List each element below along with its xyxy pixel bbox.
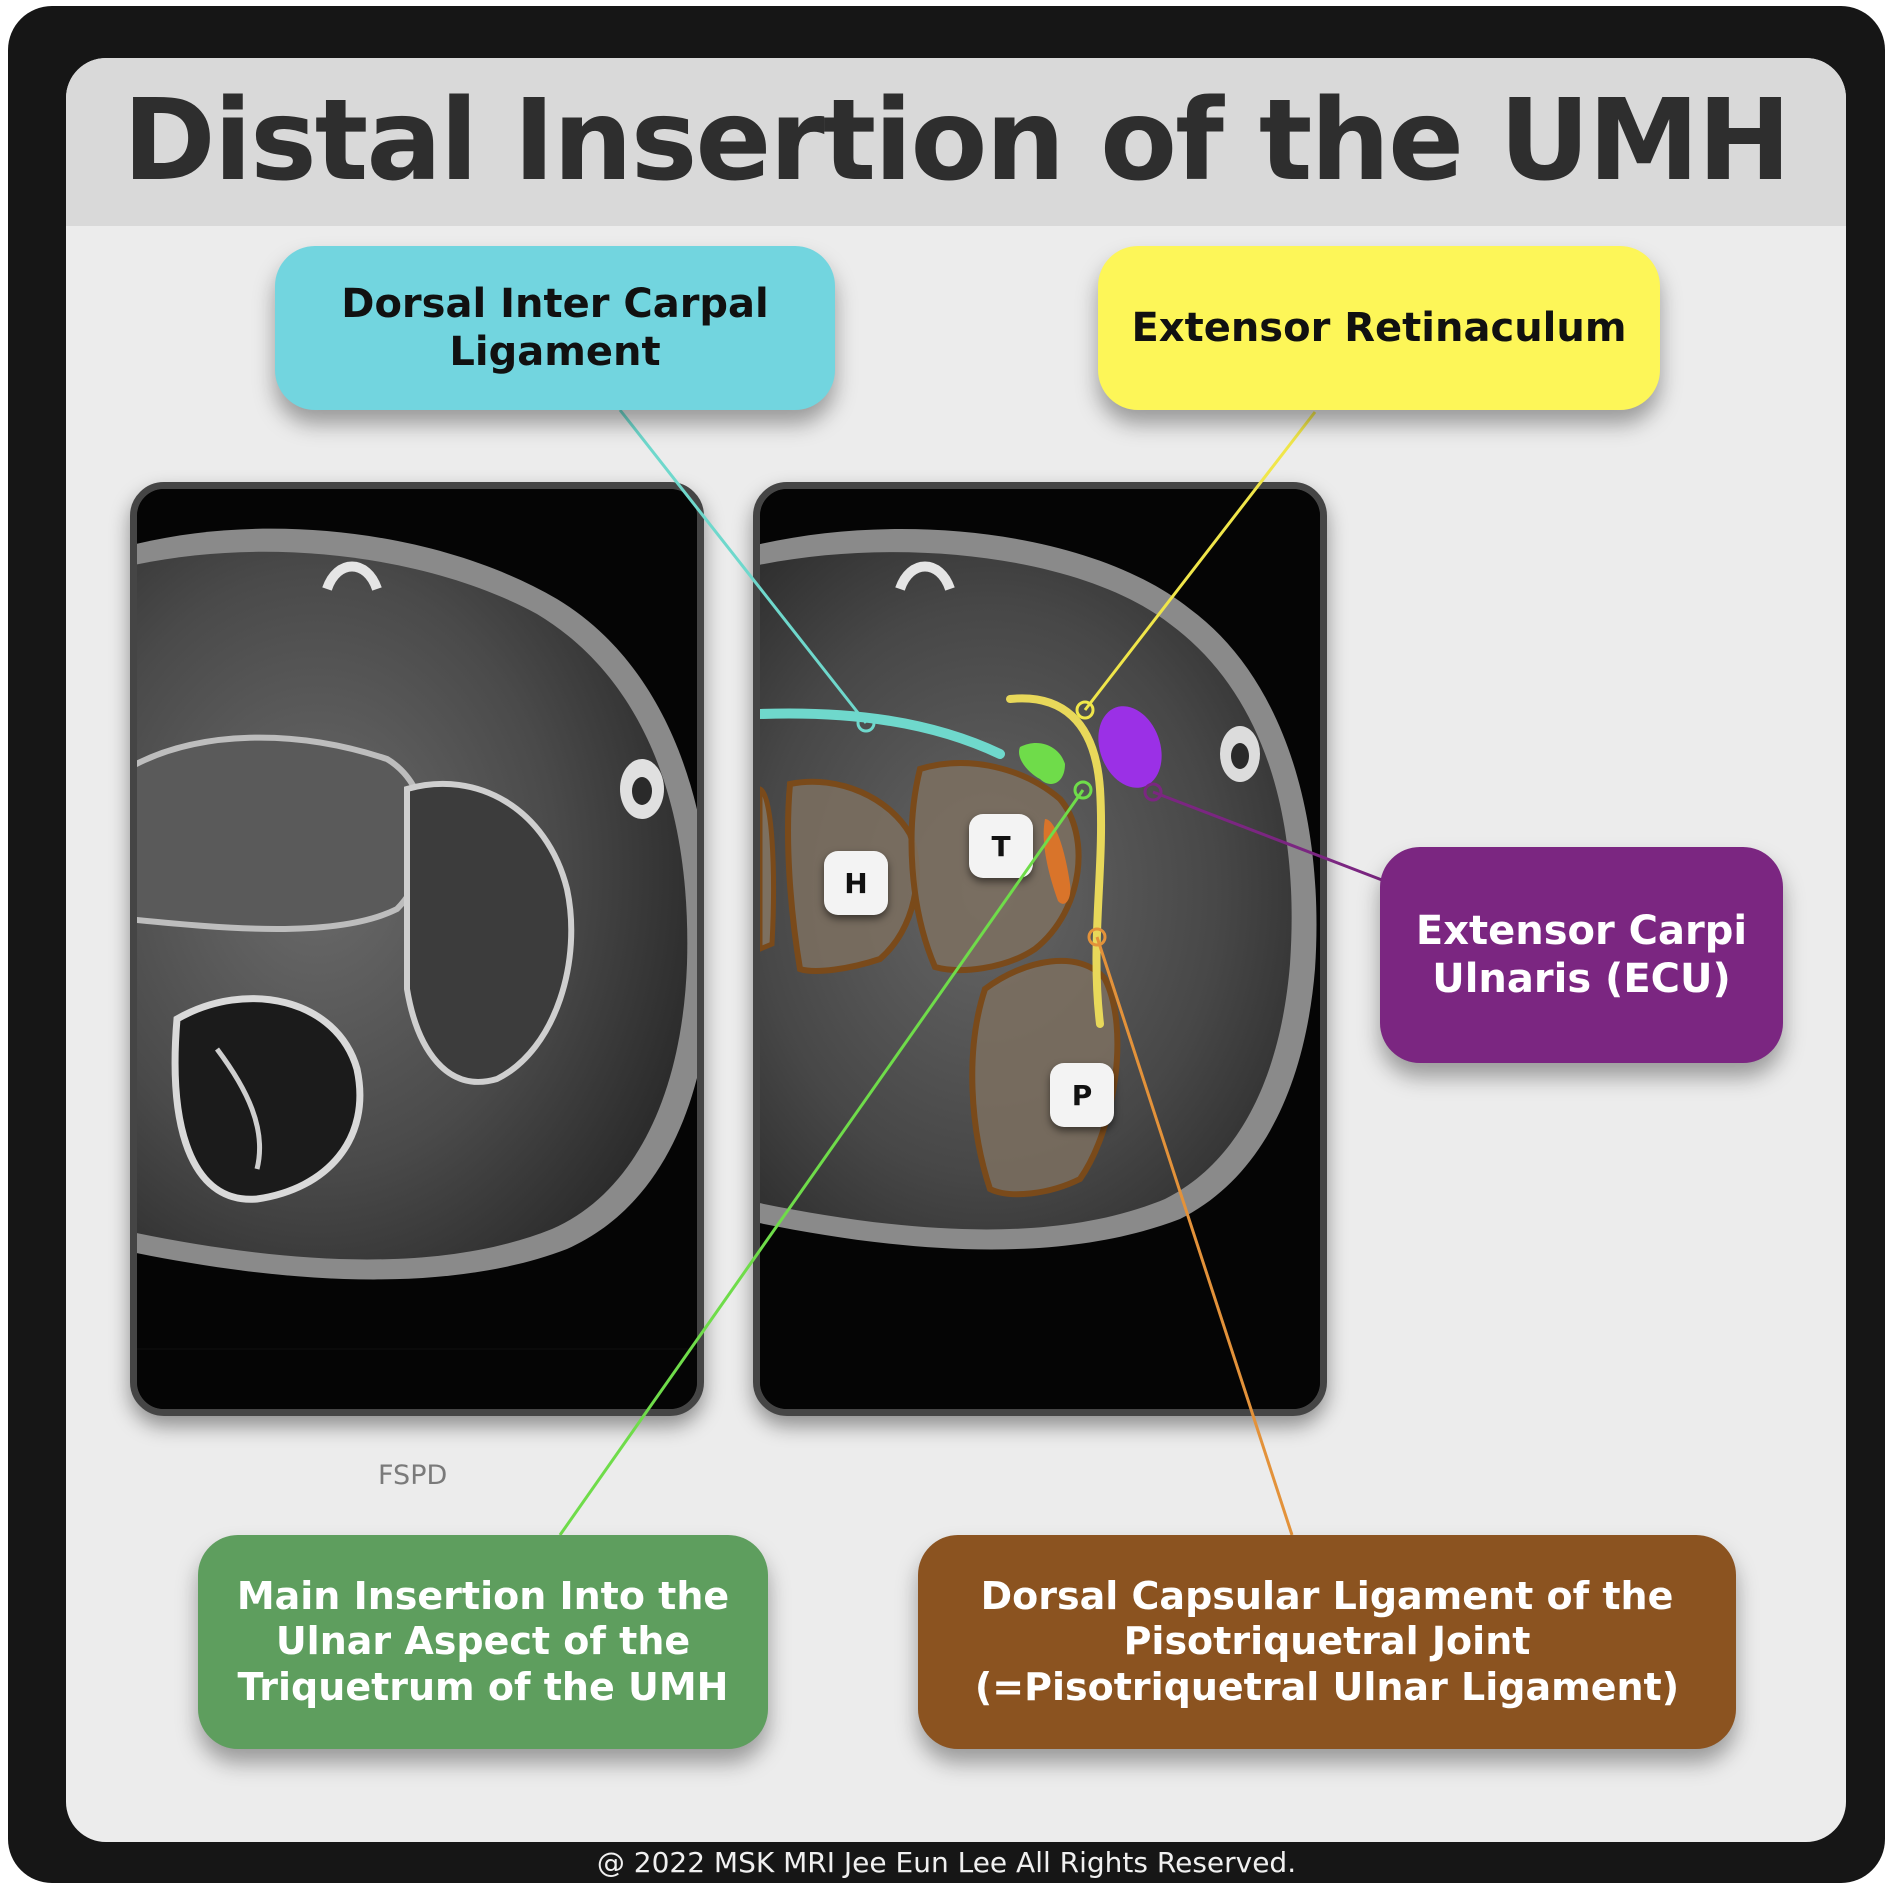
umh-insertion-structure	[1019, 743, 1065, 784]
extensor-retinaculum-line1: Extensor Retinaculum	[1131, 305, 1627, 351]
sequence-label: FSPD	[378, 1460, 448, 1491]
page-title: Distal Insertion of the UMH	[122, 76, 1791, 206]
ecu-line2: Ulnaris (ECU)	[1432, 956, 1731, 1002]
ecu-structure	[1098, 706, 1162, 788]
mri-image-annotated	[753, 482, 1327, 1416]
dorsal-intercarpal-callout: Dorsal Inter Carpal Ligament	[275, 246, 835, 410]
pisiform-label: P	[1050, 1063, 1114, 1127]
extensor-retinaculum-callout: Extensor Retinaculum	[1098, 246, 1660, 410]
dorsal-intercarpal-line1: Dorsal Inter Carpal	[341, 281, 769, 327]
ecu-line1: Extensor Carpi	[1415, 908, 1748, 954]
main-insertion-line3: Triquetrum of the UMH	[237, 1664, 729, 1709]
dorsal-capsular-line1: Dorsal Capsular Ligament of the	[980, 1573, 1674, 1618]
hamate-label: H	[824, 851, 888, 915]
dorsal-capsular-line3: (=Pisotriquetral Ulnar Ligament)	[974, 1664, 1680, 1709]
mri-image-plain	[130, 482, 704, 1416]
ecu-callout: Extensor Carpi Ulnaris (ECU)	[1380, 847, 1783, 1063]
dorsal-intercarpal-line2: Ligament	[449, 329, 661, 375]
main-insertion-callout: Main Insertion Into the Ulnar Aspect of …	[198, 1535, 768, 1749]
main-insertion-line1: Main Insertion Into the	[236, 1573, 730, 1618]
dorsal-capsular-line2: Pisotriquetral Joint	[1123, 1619, 1531, 1664]
partial-bone-left	[760, 786, 776, 952]
mri-annotated-drawing	[760, 489, 1320, 1409]
copyright-text: @ 2022 MSK MRI Jee Eun Lee All Rights Re…	[596, 1846, 1297, 1879]
mri-plain-drawing	[137, 489, 697, 1409]
title-band	[66, 58, 1846, 226]
dorsal-capsular-callout: Dorsal Capsular Ligament of the Pisotriq…	[918, 1535, 1736, 1749]
main-insertion-line2: Ulnar Aspect of the	[275, 1619, 691, 1664]
triquetrum-label: T	[969, 814, 1033, 878]
